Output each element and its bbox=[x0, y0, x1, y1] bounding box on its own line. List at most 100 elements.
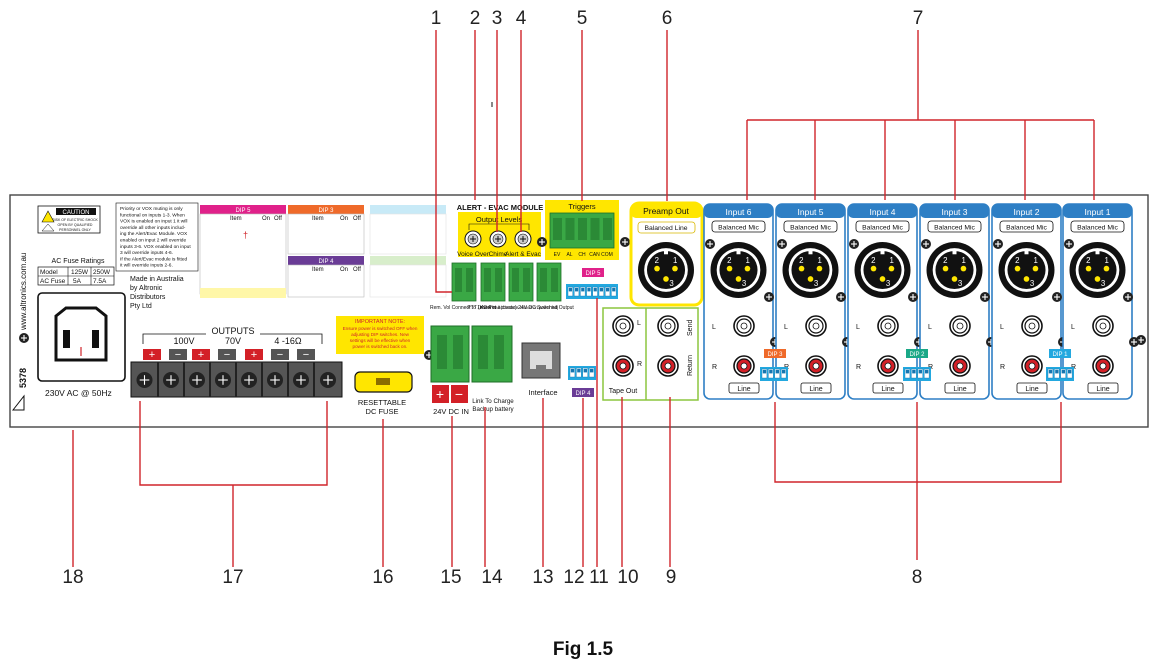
rca-socket-icon bbox=[733, 355, 755, 377]
svg-text:70V: 70V bbox=[225, 336, 241, 346]
input-title: Input 2 bbox=[1014, 207, 1040, 217]
screw-icon bbox=[19, 333, 29, 343]
screw-icon bbox=[921, 239, 931, 249]
model-number: 5378 bbox=[18, 368, 28, 388]
svg-text:−: − bbox=[303, 349, 309, 361]
dip1-switch: DIP 1 bbox=[1046, 349, 1074, 381]
input-title: Input 5 bbox=[798, 207, 824, 217]
svg-text:Tape Out: Tape Out bbox=[609, 388, 637, 395]
screw-icon bbox=[777, 239, 787, 249]
knob-icon bbox=[514, 230, 532, 248]
callout-number: 11 bbox=[589, 567, 609, 588]
dip-toggle bbox=[576, 367, 582, 378]
screw-icon bbox=[241, 372, 257, 388]
svg-text:Rem. Vol Connect to 1KΩ Pot: Rem. Vol Connect to 1KΩ Pot bbox=[430, 305, 497, 311]
ac-input-label: 230V AC @ 50Hz bbox=[45, 388, 112, 398]
dip-toggle bbox=[1047, 368, 1054, 379]
line-label: Line bbox=[1096, 386, 1109, 393]
dip5-switch: DIP 5 bbox=[566, 268, 618, 299]
svg-text:1: 1 bbox=[673, 256, 677, 265]
callout-number: 10 bbox=[617, 567, 638, 588]
dip-toggle bbox=[589, 367, 595, 378]
dip-toggle bbox=[592, 286, 598, 297]
svg-text:On: On bbox=[340, 267, 348, 273]
caution-label: CAUTION RISK OF ELECTRIC SHOCK OPEN BY Q… bbox=[37, 205, 101, 234]
callout-number: 17 bbox=[222, 567, 243, 588]
svg-text:adjusting DIP switches. New: adjusting DIP switches. New bbox=[351, 332, 410, 337]
svg-text:+: + bbox=[149, 349, 155, 361]
svg-text:1: 1 bbox=[1105, 256, 1109, 265]
input-title: Input 6 bbox=[726, 207, 752, 217]
input-title: Input 4 bbox=[870, 207, 896, 217]
input-sub: Balanced Mic bbox=[862, 225, 903, 232]
line-label: Line bbox=[1025, 386, 1038, 393]
important-note: IMPORTANT NOTE: Ensure power is switched… bbox=[336, 316, 424, 354]
knob-icon bbox=[464, 230, 482, 248]
svg-text:DIP 4: DIP 4 bbox=[319, 259, 335, 265]
screw-icon bbox=[705, 239, 715, 249]
svg-text:Preamp Out: Preamp Out bbox=[643, 206, 689, 216]
svg-text:OPEN BY QUALIFIED: OPEN BY QUALIFIED bbox=[58, 223, 93, 227]
r-label: R bbox=[712, 364, 717, 371]
l-label: L bbox=[1000, 324, 1004, 331]
priority-note-line: VOX is enabled on input 1 it will bbox=[120, 219, 187, 225]
l-label: L bbox=[1071, 324, 1075, 331]
svg-text:3: 3 bbox=[669, 279, 674, 288]
svg-text:24V DC IN: 24V DC IN bbox=[433, 407, 469, 416]
l-label: L bbox=[856, 324, 860, 331]
svg-text:Item: Item bbox=[230, 216, 242, 222]
svg-text:PERSONNEL ONLY: PERSONNEL ONLY bbox=[59, 228, 91, 232]
dip-label: DIP 3 bbox=[768, 352, 784, 358]
l-label: L bbox=[928, 324, 932, 331]
rca-socket-icon bbox=[1092, 315, 1114, 337]
dip2-switch: DIP 2 bbox=[903, 349, 931, 381]
svg-text:Power Fail (Contacts closed on: Power Fail (Contacts closed on power fai… bbox=[480, 305, 559, 310]
callout-number: 14 bbox=[481, 567, 503, 588]
minus-badge: − bbox=[218, 349, 236, 361]
dip-label: DIP 2 bbox=[910, 352, 926, 358]
svg-text:R: R bbox=[637, 361, 642, 368]
callout-number: 2 bbox=[470, 8, 481, 29]
dip-toggle bbox=[611, 286, 617, 297]
alert-evac-module: ALERT - EVAC MODULE Output Levels Voice … bbox=[457, 203, 544, 258]
screw-icon bbox=[136, 372, 153, 388]
svg-text:Link To Charge: Link To Charge bbox=[472, 398, 514, 405]
trigger-pin-label: CAN bbox=[589, 252, 600, 258]
svg-text:+: + bbox=[436, 386, 444, 402]
dip-toggle bbox=[582, 367, 588, 378]
r-label: R bbox=[856, 364, 861, 371]
dip-toggle bbox=[911, 368, 917, 379]
interface-label: Interface bbox=[528, 388, 557, 397]
leader-line bbox=[774, 402, 1062, 483]
svg-text:−: − bbox=[175, 349, 181, 361]
trigger-pin-label: AL bbox=[566, 252, 572, 258]
tape-send-return-block: L R Tape Out Send Return bbox=[602, 307, 699, 401]
callout-number: 16 bbox=[372, 567, 393, 588]
knob-icon bbox=[489, 230, 507, 248]
callout-number: 4 bbox=[516, 8, 527, 29]
dip-toggle bbox=[598, 286, 604, 297]
fuse-ratings-table: AC Fuse Ratings Model 125W 250W AC Fuse … bbox=[37, 258, 115, 286]
svg-text:Chime: Chime bbox=[489, 251, 508, 258]
svg-text:settings will be effective whe: settings will be effective when bbox=[350, 338, 411, 343]
screw-icon bbox=[620, 237, 630, 247]
svg-text:100V: 100V bbox=[173, 336, 194, 346]
svg-text:1: 1 bbox=[1034, 256, 1038, 265]
svg-text:Item: Item bbox=[312, 216, 324, 222]
rca-socket-icon bbox=[1021, 315, 1043, 337]
callout-number: 13 bbox=[532, 567, 553, 588]
priority-note-line: If the Alert/Evac module is fitted bbox=[120, 256, 188, 262]
callout-number: 18 bbox=[62, 567, 83, 588]
svg-text:3: 3 bbox=[958, 279, 963, 288]
rca-socket-icon bbox=[877, 355, 899, 377]
rca-socket-icon bbox=[949, 355, 971, 377]
svg-text:3: 3 bbox=[742, 279, 747, 288]
callout-number: 6 bbox=[662, 8, 673, 29]
svg-text:RESETTABLE: RESETTABLE bbox=[358, 398, 406, 407]
minus-badge: − bbox=[169, 349, 187, 361]
l-label: L bbox=[784, 324, 788, 331]
